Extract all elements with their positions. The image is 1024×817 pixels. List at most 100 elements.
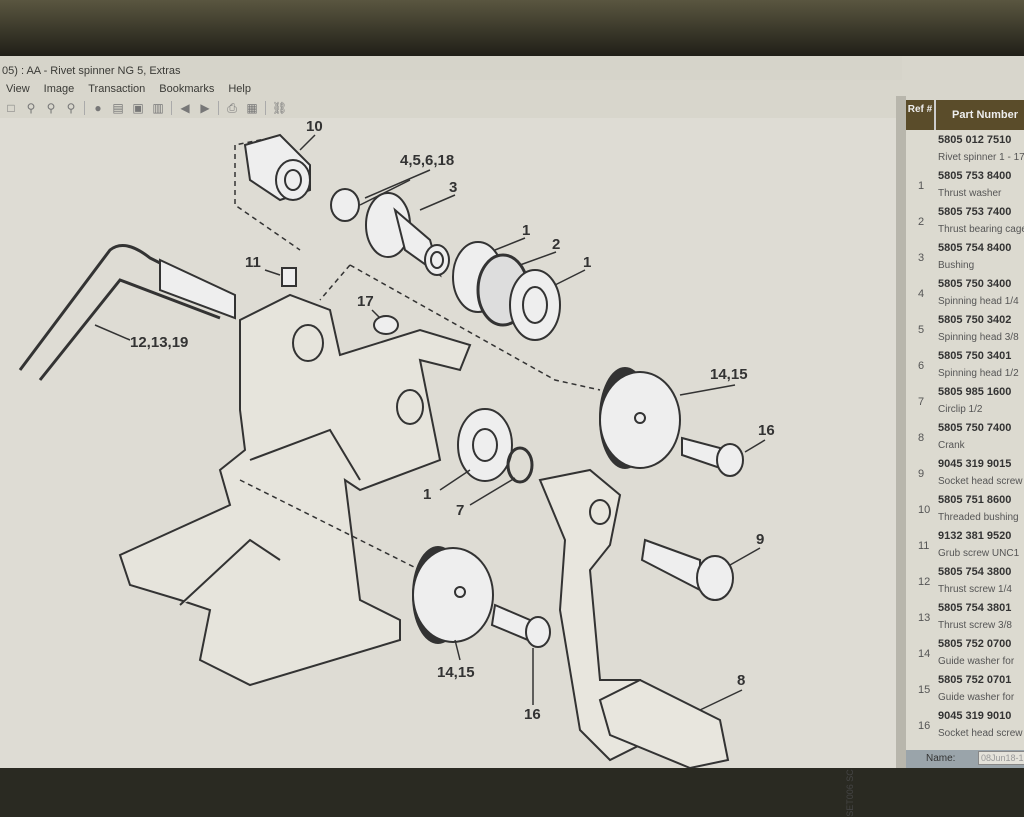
pages-icon[interactable]: ▥ (152, 101, 164, 115)
row-part-number: 5805 754 3801 (938, 602, 1012, 614)
parts-list-row[interactable]: 3 5805 754 8400 Bushing (906, 240, 1024, 276)
parts-list-row[interactable]: 5 5805 750 3402 Spinning head 3/8 (906, 312, 1024, 348)
callout-label[interactable]: 14,15 (437, 664, 475, 681)
menu-bookmarks[interactable]: Bookmarks (159, 83, 215, 95)
menu-help[interactable]: Help (228, 83, 251, 95)
parts-list-row[interactable]: 5805 012 7510 Rivet spinner 1 - 17 (906, 132, 1024, 168)
row-ref: 2 (918, 216, 925, 228)
callout-label[interactable]: 17 (357, 293, 374, 310)
document-icon[interactable]: ▤ (112, 101, 124, 115)
row-part-number: 5805 012 7510 (938, 134, 1012, 146)
callout-label[interactable]: 1 (522, 222, 531, 239)
zoom-area-icon[interactable]: ⚲ (66, 101, 76, 115)
diagram-drawing (18, 133, 766, 768)
parts-list-row[interactable]: 2 5805 753 7400 Thrust bearing cage (906, 204, 1024, 240)
row-ref: 5 (918, 324, 925, 336)
callout-label[interactable]: 14,15 (710, 366, 748, 383)
callout-label[interactable]: 16 (758, 422, 775, 439)
parts-list-row[interactable]: 6 5805 750 3401 Spinning head 1/2 (906, 348, 1024, 384)
row-description: Thrust washer (938, 188, 1002, 199)
row-ref: 8 (918, 432, 925, 444)
exploded-diagram[interactable]: 10 4,5,6,18 3 1 2 1 11 17 12,13,19 14,15… (0, 118, 896, 817)
row-ref: 14 (918, 648, 931, 660)
parts-list-row[interactable]: 10 5805 751 8600 Threaded bushing (906, 492, 1024, 528)
row-part-number: 5805 750 3401 (938, 350, 1012, 362)
row-description: Guide washer for (938, 656, 1015, 667)
toolbar-separator (171, 101, 172, 115)
toolbar-separator (218, 101, 219, 115)
header-ref[interactable]: Ref # (906, 100, 936, 130)
callout-label[interactable]: 9 (756, 531, 765, 548)
row-part-number: 9045 319 9015 (938, 458, 1012, 470)
zoom-fit-icon[interactable]: □ (7, 101, 15, 115)
row-description: Grub screw UNC1 (938, 548, 1020, 559)
row-description: Guide washer for (938, 692, 1015, 703)
link-icon[interactable]: ⛓ (272, 101, 288, 115)
callout-label[interactable]: 2 (552, 236, 561, 253)
menu-transaction[interactable]: Transaction (88, 83, 146, 95)
print-icon[interactable]: ⎙ (227, 101, 237, 115)
row-part-number: 5805 753 8400 (938, 170, 1012, 182)
part-spinning-head (330, 188, 360, 222)
callout-label[interactable]: 8 (737, 672, 746, 689)
part-thrust-screw (18, 244, 231, 381)
callout-label[interactable]: 16 (524, 706, 541, 723)
grid-icon[interactable]: ▦ (246, 101, 258, 115)
parts-list-row[interactable]: 11 9132 381 9520 Grub screw UNC1 (906, 528, 1024, 564)
row-part-number: 5805 753 7400 (938, 206, 1012, 218)
parts-list-row[interactable]: 13 5805 754 3801 Thrust screw 3/8 (906, 600, 1024, 636)
part-grub-screw (281, 267, 297, 287)
zoom-out-icon[interactable]: ⚲ (46, 101, 56, 115)
row-description: Spinning head 3/8 (938, 332, 1019, 343)
name-input[interactable] (978, 751, 1024, 765)
row-part-number: 5805 750 7400 (938, 422, 1012, 434)
picture-icon[interactable]: ▣ (132, 101, 144, 115)
callout-label[interactable]: 4,5,6,18 (400, 152, 455, 169)
parts-list: Ref # Part Number 5805 012 7510 Rivet sp… (906, 100, 1024, 768)
row-description: Bushing (938, 260, 975, 271)
next-icon[interactable]: ▶ (200, 101, 210, 115)
menu-view[interactable]: View (6, 83, 30, 95)
row-description: Socket head screw (938, 728, 1023, 739)
toolbar-separator (84, 101, 85, 115)
parts-list-row[interactable]: 4 5805 750 3400 Spinning head 1/4 (906, 276, 1024, 312)
row-ref: 16 (918, 720, 931, 732)
part-socket-screw (490, 603, 551, 648)
app-window: 05) : AA - Rivet spinner NG 5, Extras Vi… (0, 56, 1024, 817)
menu-image[interactable]: Image (43, 83, 75, 95)
parts-list-row[interactable]: 15 5805 752 0701 Guide washer for (906, 672, 1024, 708)
callout-label[interactable]: 3 (449, 179, 458, 196)
zoom-in-icon[interactable]: ⚲ (26, 101, 36, 115)
callout-label[interactable]: 12,13,19 (130, 334, 189, 351)
callout-label[interactable]: 1 (423, 486, 432, 503)
previous-icon[interactable]: ◀ (180, 101, 190, 115)
part-bushing (365, 192, 450, 278)
parts-list-row[interactable]: 8 5805 750 7400 Crank (906, 420, 1024, 456)
callout-label[interactable]: 1 (583, 254, 592, 271)
row-description: Thrust screw 1/4 (938, 584, 1012, 595)
parts-list-row[interactable]: 7 5805 985 1600 Circlip 1/2 (906, 384, 1024, 420)
row-ref: 6 (918, 360, 925, 372)
parts-list-row[interactable]: 9 9045 319 9015 Socket head screw (906, 456, 1024, 492)
parts-list-row[interactable]: 1 5805 753 8400 Thrust washer (906, 168, 1024, 204)
row-part-number: 5805 985 1600 (938, 386, 1012, 398)
parts-list-row[interactable]: 16 9045 319 9010 Socket head screw (906, 708, 1024, 744)
header-part-number[interactable]: Part Number (952, 109, 1019, 121)
info-icon[interactable]: ● (94, 101, 102, 115)
part-socket-screw (681, 436, 744, 477)
parts-list-row[interactable]: 12 5805 754 3800 Thrust screw 1/4 (906, 564, 1024, 600)
callout-label[interactable]: 10 (306, 118, 323, 135)
parts-list-row[interactable]: 14 5805 752 0700 Guide washer for (906, 636, 1024, 672)
callout-label[interactable]: 7 (456, 502, 465, 519)
row-part-number: 5805 754 8400 (938, 242, 1012, 254)
row-description: Spinning head 1/2 (938, 368, 1019, 379)
splitter[interactable] (896, 96, 906, 768)
row-description: Threaded bushing (938, 512, 1019, 523)
callout-label[interactable]: 11 (245, 254, 261, 271)
row-part-number: 5805 751 8600 (938, 494, 1012, 506)
row-part-number: 9045 319 9010 (938, 710, 1012, 722)
toolbar-separator (265, 101, 266, 115)
row-part-number: 5805 750 3402 (938, 314, 1012, 326)
row-ref: 3 (918, 252, 925, 264)
